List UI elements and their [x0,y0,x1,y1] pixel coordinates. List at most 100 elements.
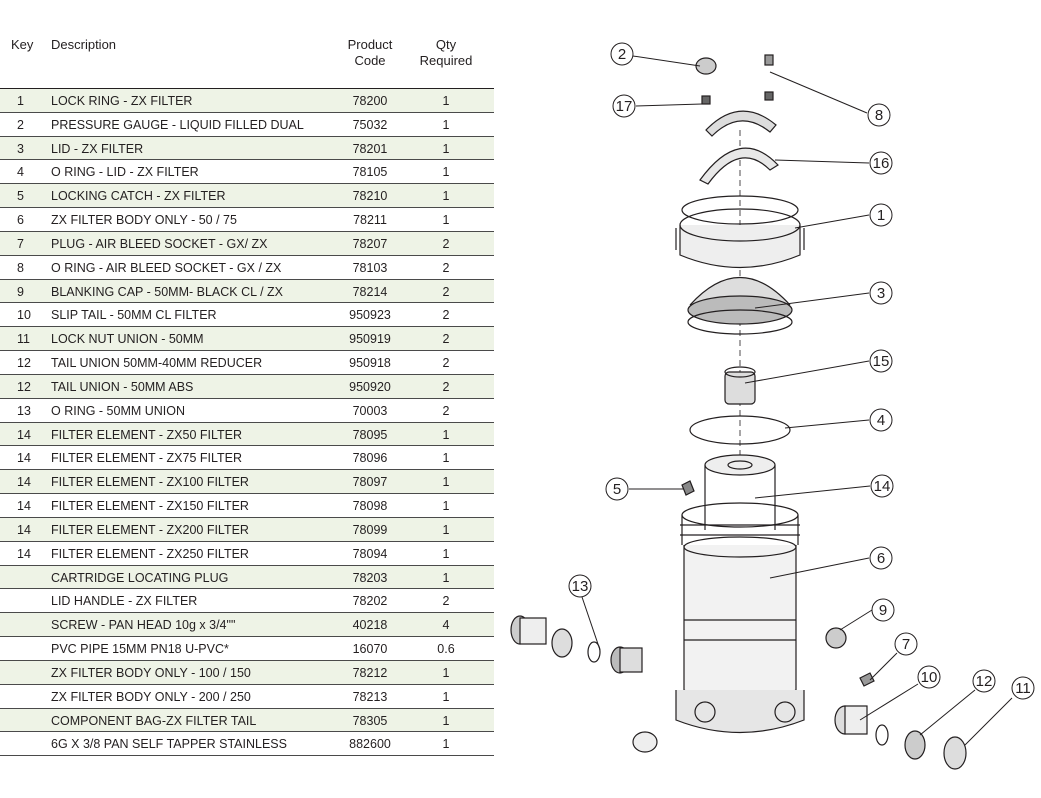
row-description: 6G X 3/8 PAN SELF TAPPER STAINLESS [51,737,287,752]
row-product-code: 78207 [352,236,388,251]
row-product-code: 78201 [352,141,388,156]
header-qty-line1: Qty [435,37,457,52]
callout-7: 7 [894,632,918,656]
row-key: 5 [17,189,24,204]
row-qty: 1 [442,165,450,180]
row-description: BLANKING CAP - 50MM- BLACK CL / ZX [51,284,284,299]
row-key: 13 [17,403,31,418]
row-product-code: 78305 [352,713,388,728]
row-product-code: 78212 [352,665,388,680]
row-description: FILTER ELEMENT - ZX200 FILTER [51,522,249,537]
callout-10: 10 [917,665,941,689]
header-product-code: Product Code [330,37,410,69]
callout-2: 2 [610,42,634,66]
row-qty: 4 [442,618,450,633]
row-key: 9 [17,284,24,299]
leader-lines [581,55,1013,746]
row-key: 7 [17,236,24,251]
svg-text:9: 9 [879,602,887,619]
row-qty: 1 [442,141,450,156]
row-description: LID - ZX FILTER [51,141,144,156]
row-product-code: 78097 [352,475,388,490]
table-row: 7 PLUG - AIR BLEED SOCKET - GX/ ZX 78207 2 [0,231,494,256]
row-product-code: 40218 [352,618,388,633]
callout-8: 8 [867,103,891,127]
header-qty-line2: Required [419,53,473,68]
svg-text:16: 16 [873,155,890,172]
callout-6: 6 [869,546,893,570]
header-key: Key [11,37,34,52]
row-product-code: 78103 [352,260,388,275]
diagram-drawing [510,54,967,770]
row-description: FILTER ELEMENT - ZX50 FILTER [51,427,243,442]
row-description: LOCKING CATCH - ZX FILTER [51,189,226,204]
row-product-code: 70003 [352,403,388,418]
row-product-code: 78214 [352,284,388,299]
row-product-code: 950918 [349,356,391,371]
row-key: 12 [17,356,31,371]
svg-text:4: 4 [877,412,885,429]
header-qty-required: Qty Required [406,37,486,69]
callout-1: 1 [869,203,893,227]
svg-text:11: 11 [1015,680,1031,697]
row-key: 6 [17,213,24,228]
row-key: 11 [17,332,30,347]
row-product-code: 78200 [352,94,388,108]
row-key: 8 [17,260,24,275]
row-product-code: 78210 [352,189,388,204]
row-description: CARTRIDGE LOCATING PLUG [51,570,229,585]
row-qty: 2 [442,308,450,323]
row-qty: 2 [442,379,450,394]
row-description: FILTER ELEMENT - ZX100 FILTER [51,475,249,490]
header-description: Description [51,37,117,52]
row-qty: 1 [442,737,450,752]
header-divider [0,88,494,89]
svg-text:10: 10 [921,669,938,686]
callout-14: 14 [870,474,894,498]
row-key: 14 [17,522,31,537]
table-row: 9 BLANKING CAP - 50MM- BLACK CL / ZX 78214… [0,279,494,304]
svg-text:2: 2 [618,46,626,63]
row-description: TAIL UNION - 50MM ABS [51,379,194,394]
row-qty: 1 [442,451,450,466]
row-description: COMPONENT BAG-ZX FILTER TAIL [51,713,257,728]
header-product-code-line2: Code [354,53,386,68]
row-qty: 1 [442,689,450,704]
row-qty: 2 [442,332,450,347]
callout-9: 9 [871,598,895,622]
row-product-code: 75032 [352,117,388,132]
row-qty: 2 [442,260,450,275]
svg-text:8: 8 [875,107,883,124]
row-description: FILTER ELEMENT - ZX250 FILTER [51,546,249,561]
row-product-code: 78095 [352,427,388,442]
row-description: PLUG - AIR BLEED SOCKET - GX/ ZX [51,236,268,251]
row-key: 12 [17,379,31,394]
row-description: FILTER ELEMENT - ZX75 FILTER [51,451,243,466]
row-qty: 2 [442,236,450,251]
svg-text:17: 17 [616,98,633,115]
svg-text:1: 1 [877,207,885,224]
header-product-code-line1: Product [347,37,393,52]
row-key: 3 [17,141,24,156]
row-qty: 1 [442,94,450,108]
table-row: 3 LID - ZX FILTER 78201 1 [0,136,494,161]
row-qty: 2 [442,356,450,371]
callout-11: 11 [1011,676,1035,700]
row-key: 1 [17,94,24,108]
callout-15: 15 [869,349,893,373]
callout-4: 4 [869,408,893,432]
callout-13: 13 [568,574,592,598]
row-qty: 2 [442,284,450,299]
